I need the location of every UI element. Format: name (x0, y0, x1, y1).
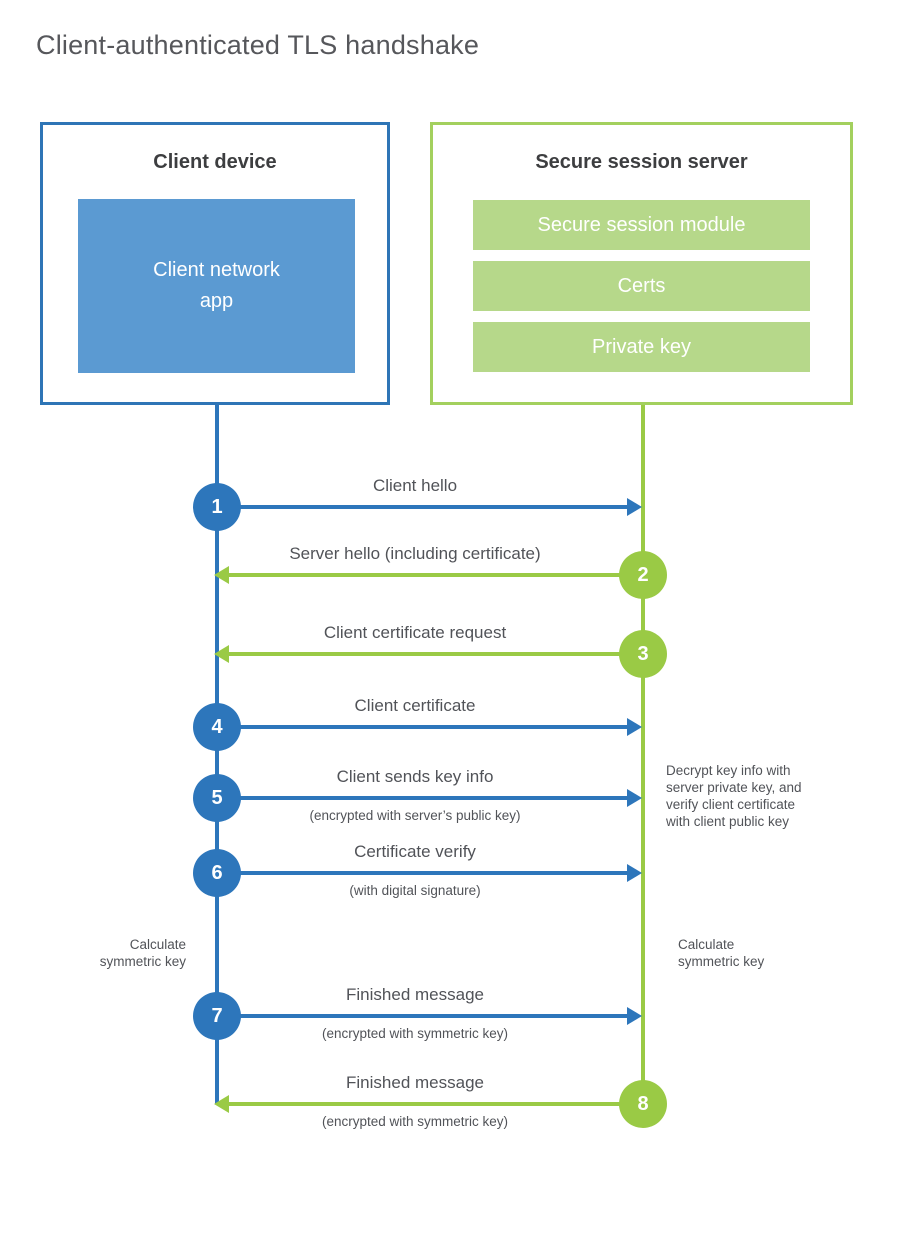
arrow-right-icon (627, 864, 642, 882)
arrow-left-icon (214, 1095, 229, 1113)
step-6-badge: 6 (193, 849, 241, 897)
step-2-badge: 2 (619, 551, 667, 599)
secure-session-server-title: Secure session server (535, 151, 748, 173)
step-7-badge: 7 (193, 992, 241, 1040)
step-4-badge: 4 (193, 703, 241, 751)
server-module-private-key: Private key (473, 322, 810, 372)
message-3-label: Client certificate request (323, 623, 507, 642)
decrypt-key-note: Decrypt key info with server private key… (666, 763, 802, 829)
arrow-right-icon (627, 718, 642, 736)
message-4-arrow-line (217, 725, 629, 729)
message-8-arrow-line (229, 1102, 641, 1106)
message-6-arrow-line (217, 871, 629, 875)
arrow-left-icon (214, 645, 229, 663)
calculate-symmetric-key-client-note: Calculate symmetric key (99, 937, 186, 969)
message-7-sublabel: (encrypted with symmetric key) (321, 1026, 509, 1041)
calculate-symmetric-key-server-note: Calculate symmetric key (678, 937, 765, 969)
step-8-badge: 8 (619, 1080, 667, 1128)
message-2-arrow-line (229, 573, 641, 577)
client-network-app-box: Client network app (78, 199, 355, 373)
message-7-arrow-line (217, 1014, 629, 1018)
message-2-label: Server hello (including certificate) (289, 544, 541, 563)
message-6-sublabel: (with digital signature) (349, 883, 481, 898)
message-1-label: Client hello (372, 476, 458, 495)
arrow-left-icon (214, 566, 229, 584)
server-lifeline (641, 405, 645, 1108)
message-8-sublabel: (encrypted with symmetric key) (321, 1114, 509, 1129)
message-8-label: Finished message (346, 1073, 484, 1092)
message-5-label: Client sends key info (336, 767, 494, 786)
message-7-label: Finished message (346, 985, 484, 1004)
server-module-certs: Certs (473, 261, 810, 311)
step-1-badge: 1 (193, 483, 241, 531)
step-5-badge: 5 (193, 774, 241, 822)
page-title: Client-authenticated TLS handshake (36, 30, 480, 60)
server-module-secure-session: Secure session module (473, 200, 810, 250)
arrow-right-icon (627, 789, 642, 807)
message-5-sublabel: (encrypted with server’s public key) (309, 808, 521, 823)
client-device-title: Client device (153, 151, 277, 173)
step-3-badge: 3 (619, 630, 667, 678)
message-3-arrow-line (229, 652, 641, 656)
arrow-right-icon (627, 498, 642, 516)
client-network-app-label: Client network app (153, 259, 280, 312)
message-1-arrow-line (217, 505, 629, 509)
arrow-right-icon (627, 1007, 642, 1025)
client-lifeline (215, 405, 219, 1104)
message-5-arrow-line (217, 796, 629, 800)
message-6-label: Certificate verify (354, 842, 476, 861)
message-4-label: Client certificate (354, 696, 476, 715)
